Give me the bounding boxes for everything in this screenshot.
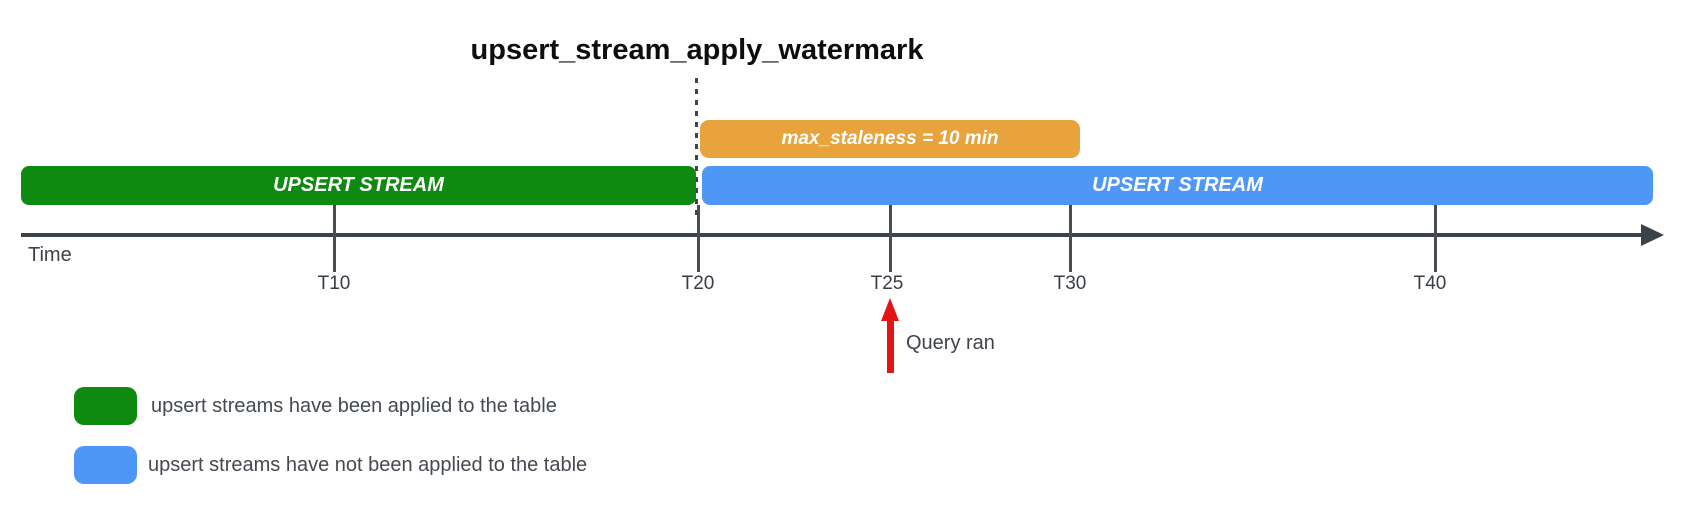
tick-t10: [333, 205, 336, 272]
time-axis-line: [21, 233, 1643, 237]
query-ran-arrow-shaft: [887, 319, 894, 373]
tick-t40: [1434, 205, 1437, 272]
watermark-dotted-line: [695, 78, 698, 218]
time-axis-label: Time: [28, 244, 72, 266]
upsert-stream-not-applied-label: UPSERT STREAM: [1092, 174, 1263, 196]
legend-label-not-applied: upsert streams have not been applied to …: [148, 454, 588, 476]
diagram-title: upsert_stream_apply_watermark: [470, 34, 924, 66]
time-axis-arrowhead-icon: [1641, 224, 1664, 246]
query-ran-label: Query ran: [906, 332, 995, 354]
tick-t30: [1069, 205, 1072, 272]
tick-label-t30: T30: [1053, 273, 1087, 294]
tick-label-t10: T10: [317, 273, 351, 294]
legend-swatch-applied: [74, 387, 137, 425]
max-staleness-label: max_staleness = 10 min: [781, 128, 999, 149]
tick-t25: [889, 205, 892, 272]
upsert-stream-not-applied-bar: UPSERT STREAM: [702, 166, 1653, 205]
tick-t20: [697, 205, 700, 272]
legend-label-applied: upsert streams have been applied to the …: [151, 395, 557, 417]
tick-label-t20: T20: [681, 273, 715, 294]
legend-swatch-not-applied: [74, 446, 137, 484]
max-staleness-bar: max_staleness = 10 min: [700, 120, 1080, 158]
tick-label-t25: T25: [870, 273, 904, 294]
upsert-stream-applied-label: UPSERT STREAM: [273, 174, 444, 196]
upsert-stream-applied-bar: UPSERT STREAM: [21, 166, 696, 205]
query-ran-arrow-icon: [881, 298, 899, 321]
tick-label-t40: T40: [1413, 273, 1447, 294]
